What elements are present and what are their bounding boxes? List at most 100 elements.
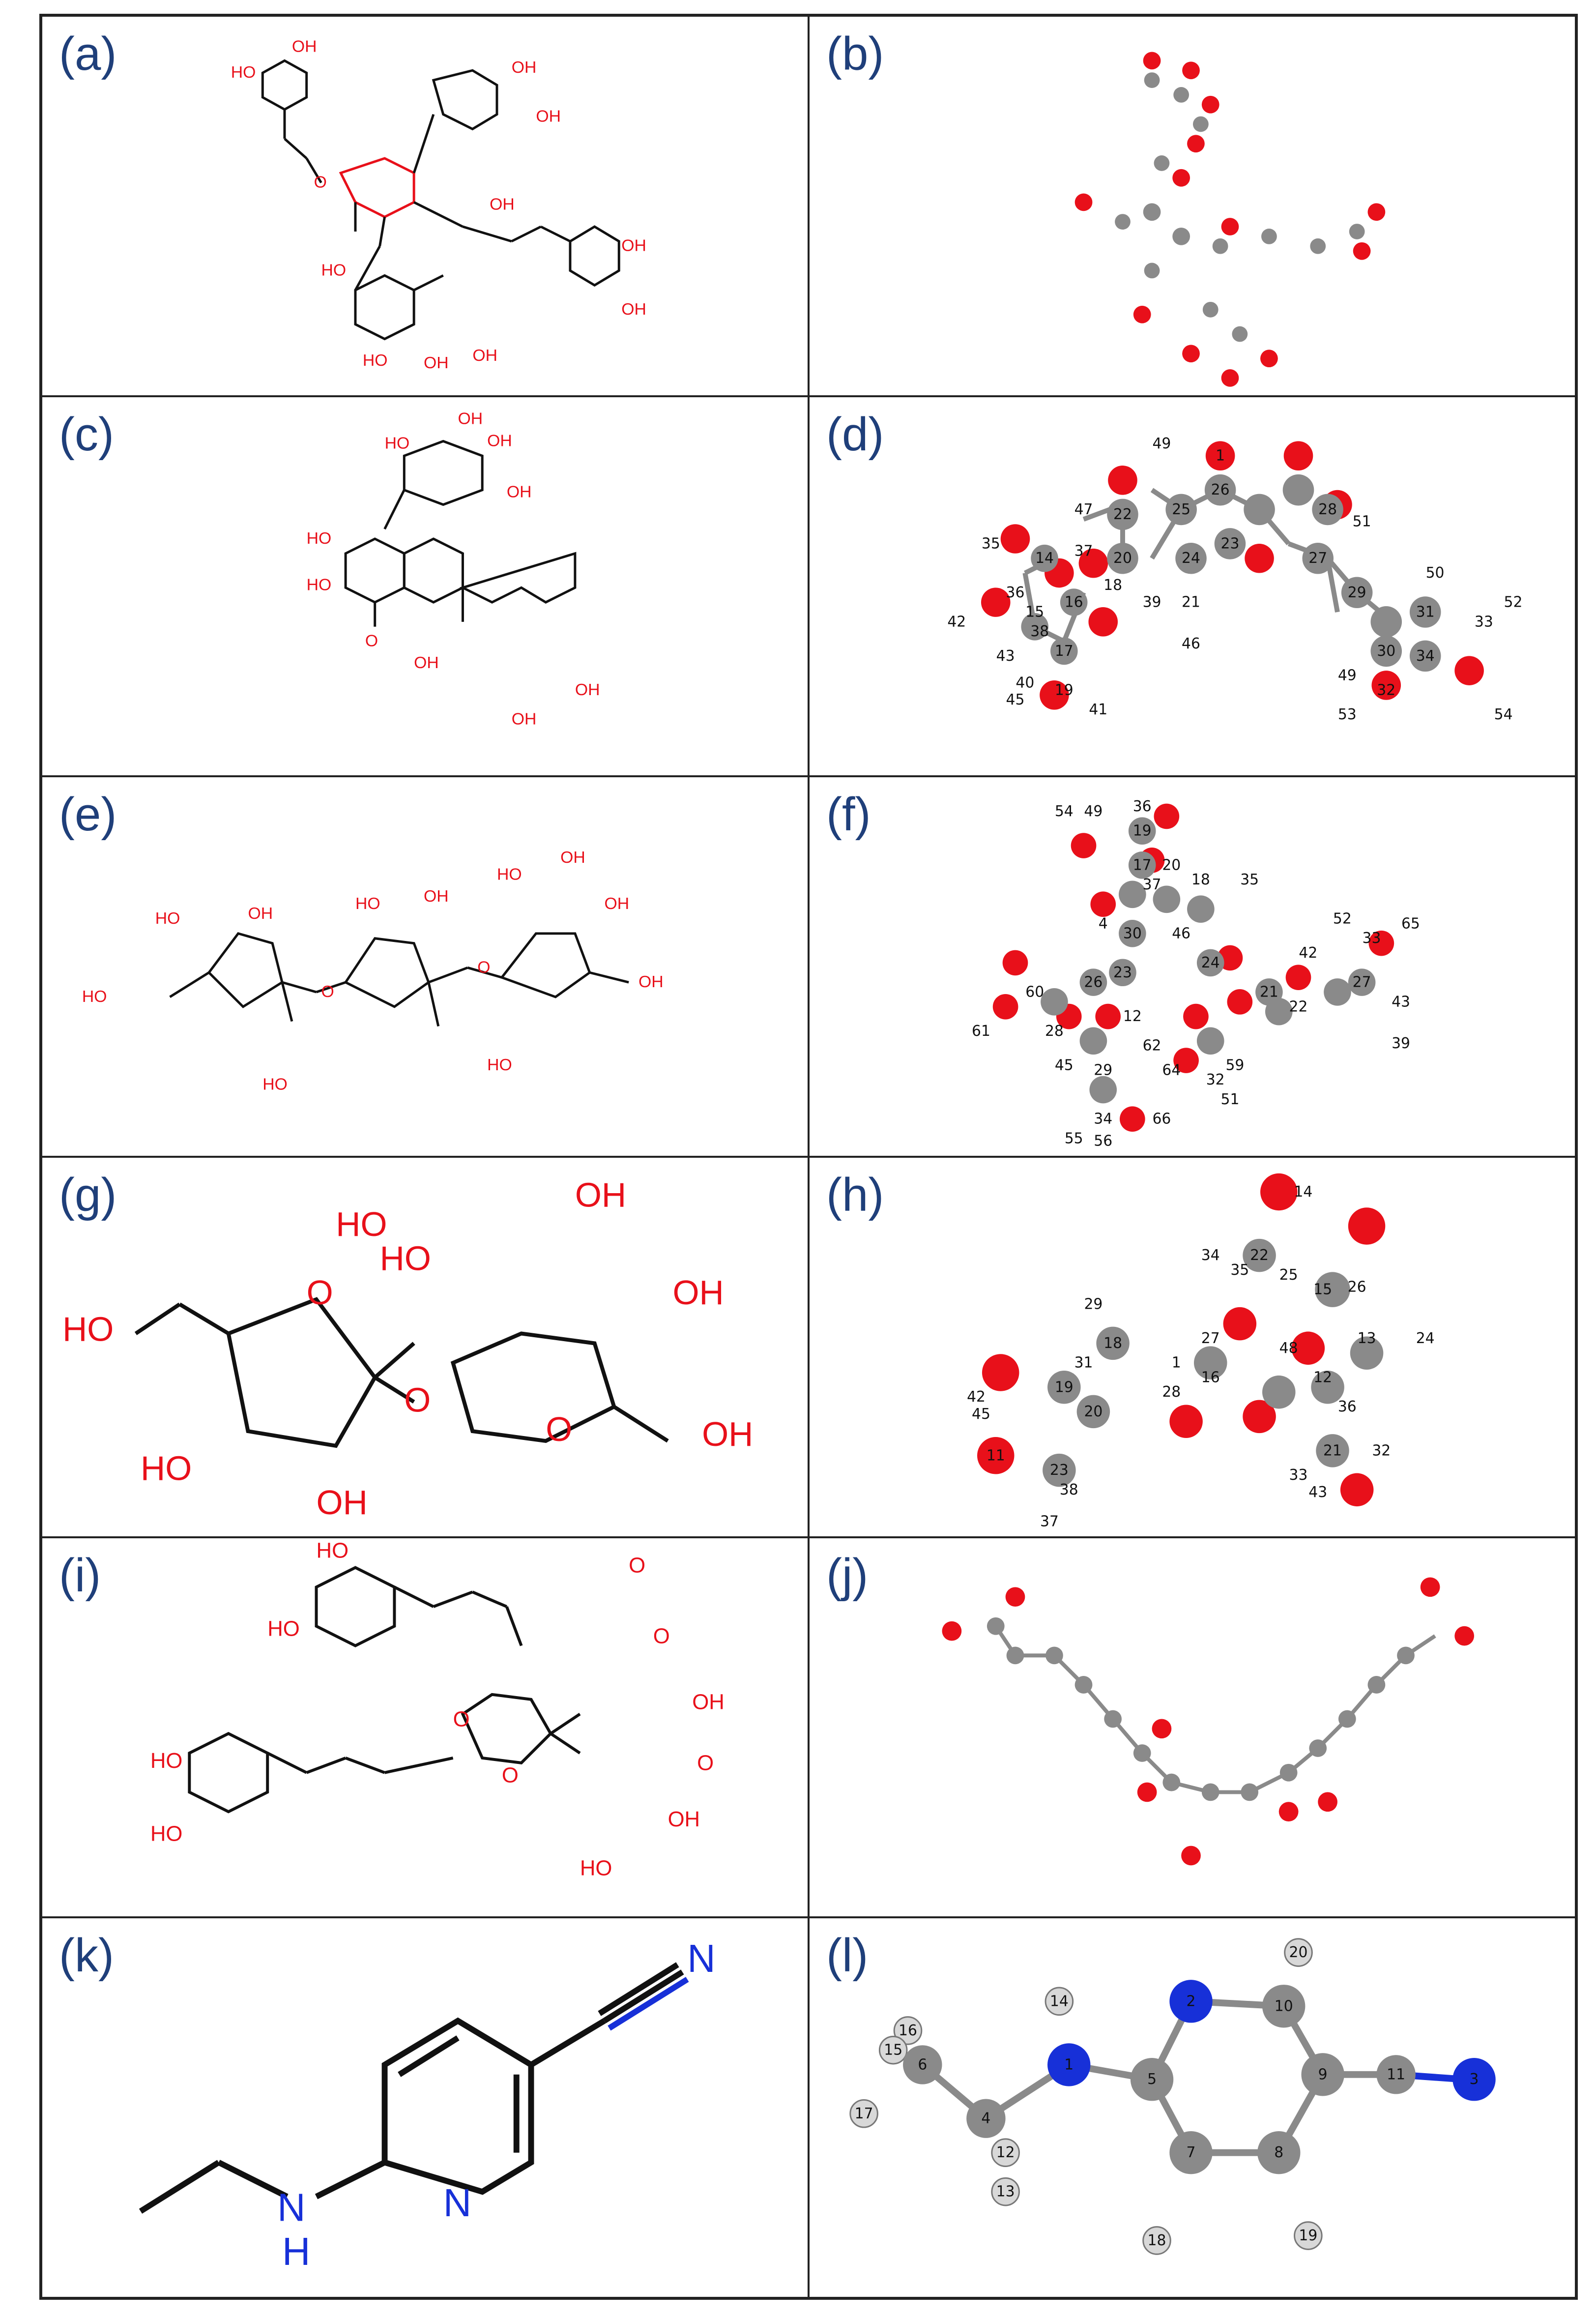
atom-number: 25 <box>1279 1266 1298 1284</box>
panel-label-f: (f) <box>826 788 871 841</box>
atom-number: 19 <box>1133 822 1152 840</box>
panel-label-e: (e) <box>59 788 117 841</box>
atom-number: 10 <box>1275 1998 1293 2015</box>
atom-number: 34 <box>1416 647 1435 665</box>
atom-o: O <box>477 958 490 977</box>
atom-oh: OH <box>575 680 600 699</box>
atom-number: 25 <box>1172 501 1190 518</box>
atom-oh: OH <box>604 894 629 913</box>
atom-number: 13 <box>996 2183 1015 2200</box>
atom-number: 27 <box>1353 974 1371 991</box>
atom-ho: HO <box>307 529 332 548</box>
structure-e: HO OH HO OH HO OH OH OH O O HO HO HO <box>82 848 664 1094</box>
atom-number: 14 <box>1294 1183 1312 1201</box>
atom-o: O <box>307 1273 333 1312</box>
atom-number: 59 <box>1225 1057 1244 1074</box>
structure-g: HO HO OH OH HO O O O OH HO OH <box>62 1175 753 1522</box>
atom-number: 19 <box>1299 2227 1317 2244</box>
atom-number: 47 <box>1074 501 1093 518</box>
atom-number: 14 <box>1035 550 1054 567</box>
atom-ho: HO <box>150 1821 183 1846</box>
atom-o: O <box>453 1707 470 1731</box>
atom-number: 20 <box>1084 1403 1103 1420</box>
atom-number: 19 <box>1055 1378 1074 1396</box>
atom-number: 32 <box>1377 681 1395 699</box>
atom-ho: HO <box>355 894 380 913</box>
atom-number: 8 <box>1274 2144 1283 2162</box>
atom-number: 38 <box>1030 623 1049 640</box>
atom-o: O <box>404 1380 431 1419</box>
panel-j: (j) <box>809 1537 1576 1918</box>
atom-number: 42 <box>967 1388 986 1406</box>
atom-number: 22 <box>1113 506 1132 523</box>
panel-label-g: (g) <box>59 1169 117 1221</box>
atom-oh: OH <box>668 1807 700 1831</box>
atom-oh: OH <box>414 653 439 672</box>
atom-number: 49 <box>1084 803 1103 820</box>
atom-number: 27 <box>1201 1330 1220 1347</box>
atom-number: 11 <box>987 1447 1005 1464</box>
atom-number: 6 <box>918 2056 927 2074</box>
atom-number: 43 <box>1308 1484 1327 1501</box>
atom-number: 16 <box>899 2022 917 2039</box>
atom-oh: OH <box>248 904 273 923</box>
panel-i: (i) HO HO O O OH O O O HO <box>41 1537 809 1918</box>
panel-b: (b) <box>809 16 1576 396</box>
atom-oh: OH <box>424 353 449 372</box>
atom-number: 29 <box>1348 584 1366 601</box>
atom-ho: HO <box>307 575 332 594</box>
atom-number: 9 <box>1318 2066 1328 2083</box>
atom-number: 12 <box>996 2144 1015 2162</box>
panel-label-j: (j) <box>826 1549 869 1602</box>
atom-number: 38 <box>1060 1481 1078 1498</box>
atom-number: 11 <box>1387 2066 1405 2083</box>
model-d: 49 1 25 26 22 24 28 51 47 20 23 27 50 31… <box>947 435 1522 723</box>
atom-number: 1 <box>1064 2056 1074 2074</box>
atom-number: 12 <box>1123 1008 1142 1025</box>
atom-number: 17 <box>855 2105 873 2122</box>
atom-number: 43 <box>996 647 1015 665</box>
atom-oh: OH <box>487 431 512 450</box>
atom-number: 4 <box>1099 915 1108 933</box>
atom-number: 28 <box>1045 1023 1064 1040</box>
atom-ho: HO <box>385 434 410 452</box>
atom-number: 35 <box>982 535 1000 552</box>
atom-h: H <box>282 2229 310 2273</box>
model-l: 14 16 15 6 17 4 12 13 1 2 10 20 5 9 11 3… <box>849 1938 1496 2256</box>
atom-number: 39 <box>1143 593 1161 611</box>
atom-o: O <box>314 173 327 192</box>
atom-oh: OH <box>512 709 537 728</box>
atom-number: 29 <box>1084 1295 1103 1313</box>
atom-number: 50 <box>1426 564 1445 582</box>
atom-number: 37 <box>1143 876 1161 893</box>
atom-number: 36 <box>1338 1398 1357 1415</box>
atom-o: O <box>502 1763 519 1787</box>
atom-number: 17 <box>1055 643 1074 660</box>
atom-o: O <box>629 1553 645 1577</box>
figure-grid: (a) OH HO O OH OH <box>39 14 1578 2300</box>
atom-ho: HO <box>380 1239 431 1277</box>
panel-a: (a) OH HO O OH OH <box>41 16 809 396</box>
atom-number: 12 <box>1313 1369 1332 1386</box>
panel-label-b: (b) <box>826 28 884 80</box>
atom-oh: OH <box>621 300 646 319</box>
atom-o: O <box>697 1751 714 1775</box>
atom-number: 27 <box>1308 550 1327 567</box>
atom-number: 31 <box>1074 1354 1093 1372</box>
atom-number: 33 <box>1289 1466 1308 1484</box>
model-h: 14 34 22 35 25 15 26 29 18 27 13 24 31 1… <box>967 1173 1435 1530</box>
atom-number: 34 <box>1094 1111 1112 1128</box>
atom-number: 16 <box>1065 593 1083 611</box>
atom-oh: OH <box>424 887 449 906</box>
panel-c: (c) OH HO OH OH HO HO O OH OH OH <box>41 396 809 777</box>
atom-number: 16 <box>1201 1369 1220 1386</box>
panel-label-k: (k) <box>59 1929 114 1982</box>
structure-i: HO HO O O OH O O O HO HO OH HO <box>150 1538 725 1880</box>
atom-number: 55 <box>1065 1130 1083 1147</box>
panel-l: (l) 14 <box>809 1917 1576 2298</box>
atom-number: 51 <box>1353 513 1371 530</box>
panel-label-a: (a) <box>59 28 117 80</box>
atom-number: 14 <box>1050 1993 1069 2010</box>
model-j <box>942 1577 1475 1866</box>
atom-o: O <box>653 1624 670 1648</box>
